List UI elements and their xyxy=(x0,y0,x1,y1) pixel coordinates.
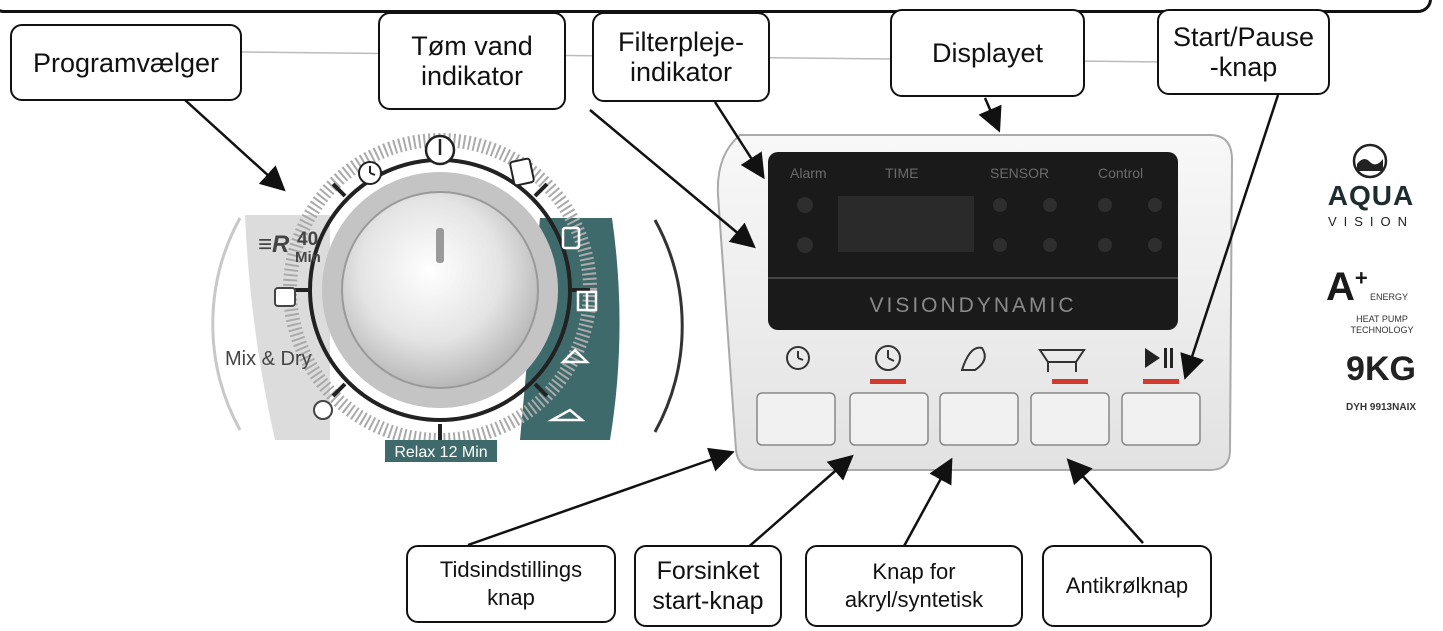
quick-r-icon: ≡R xyxy=(258,231,290,258)
start-pause-led xyxy=(1143,379,1179,384)
arrow-antikroel xyxy=(1066,458,1144,544)
timer-icon xyxy=(358,161,382,185)
alarm-filter-icon xyxy=(797,237,813,253)
anti-crease-button[interactable] xyxy=(1030,392,1110,446)
right-program-icons xyxy=(547,226,598,422)
power-icon xyxy=(424,134,456,166)
iron-icon xyxy=(547,408,586,422)
arrow-toem-vand xyxy=(589,109,756,249)
callout-forsinket-start-knap: Forsinket start-knap xyxy=(634,545,782,627)
callout-toem-vand-indikator: Tøm vand indikator xyxy=(378,12,566,110)
dial-pointer xyxy=(436,228,444,263)
callout-knap-for-akryl-syntetisk: Knap for akryl/syntetisk xyxy=(805,545,1023,627)
anti-crease-led xyxy=(1052,379,1088,384)
acrylic-synthetic-button[interactable] xyxy=(939,392,1019,446)
arrow-filterpleje xyxy=(713,101,765,180)
heat-pump-label: HEAT PUMP xyxy=(1356,314,1408,324)
arrow-displayet xyxy=(978,97,1002,133)
vision-label: VISION xyxy=(1327,214,1415,229)
model-label: DYH 9913NAIX xyxy=(1345,402,1417,413)
feather-icon xyxy=(960,346,986,371)
relax-badge xyxy=(385,440,497,462)
callout-filterpleje-indikator: Filterpleje- indikator xyxy=(592,12,770,102)
arrow-akryl xyxy=(901,457,953,549)
left-program-icons: ≡R xyxy=(258,231,333,420)
dial-left-panel xyxy=(245,215,330,440)
start-pause-icon xyxy=(1145,348,1173,368)
display-control-label: Control xyxy=(1098,165,1143,181)
display-alarm-label: Alarm xyxy=(790,165,827,181)
wave-icon xyxy=(1352,143,1388,179)
display-brand: VISIONDYNAMIC xyxy=(869,294,1076,317)
time-setting-icon xyxy=(786,346,810,370)
control-panel: Alarm TIME SENSOR Control VISIONDYNAMIC xyxy=(716,134,1234,471)
quick-minutes-value: 40 xyxy=(297,229,318,250)
callout-arrows xyxy=(184,94,1280,551)
time-digits-area xyxy=(838,196,974,252)
time-setting-button[interactable] xyxy=(756,392,836,446)
capacity-label: 9KG xyxy=(1346,350,1416,388)
delayed-start-led xyxy=(870,379,906,384)
display-time-label: TIME xyxy=(885,165,918,181)
callout-antikroelknap: Antikrølknap xyxy=(1042,545,1212,627)
outer-arc-right xyxy=(653,219,684,433)
hanger-icon xyxy=(559,348,591,364)
callout-displayet: Displayet xyxy=(890,9,1085,97)
technology-label: TECHNOLOGY xyxy=(1350,325,1414,335)
arrow-start-pause xyxy=(1180,94,1280,380)
display-status-icons xyxy=(797,197,1162,253)
alarm-water-icon xyxy=(797,197,813,213)
display-sensor-label: SENSOR xyxy=(990,165,1049,181)
program-selector-dial[interactable]: ≡R 40 Min Mix & Dry Relax 12 Min xyxy=(211,133,684,462)
wool-icon xyxy=(313,400,333,420)
a-plus-mark: A+ xyxy=(1326,265,1368,309)
aqua-label: AQUA xyxy=(1327,180,1415,211)
button-icons xyxy=(786,345,1086,372)
start-pause-button[interactable] xyxy=(1121,392,1201,446)
quick-minutes-unit: Min xyxy=(295,249,321,266)
delayed-start-button[interactable] xyxy=(849,392,929,446)
energy-label: ENERGY xyxy=(1370,292,1409,302)
arrow-tidsindstilling xyxy=(467,447,735,547)
callout-programvaelger: Programvælger xyxy=(10,24,242,101)
mix-dry-label: Mix & Dry xyxy=(225,348,312,370)
arrow-programvaelger xyxy=(184,99,286,192)
garment-icon xyxy=(509,157,535,187)
arrow-forsinket xyxy=(744,454,854,551)
shirt-icon xyxy=(561,226,581,250)
callout-start-pause-knap: Start/Pause -knap xyxy=(1157,9,1330,95)
dial-knob[interactable] xyxy=(341,191,539,389)
outer-arc-left xyxy=(211,217,242,431)
delayed-start-icon xyxy=(875,345,901,371)
relax-label: Relax 12 Min xyxy=(394,444,487,461)
callout-tidsindstillings-knap: Tidsindstillings knap xyxy=(406,545,616,623)
shirt-left-icon xyxy=(274,287,296,307)
